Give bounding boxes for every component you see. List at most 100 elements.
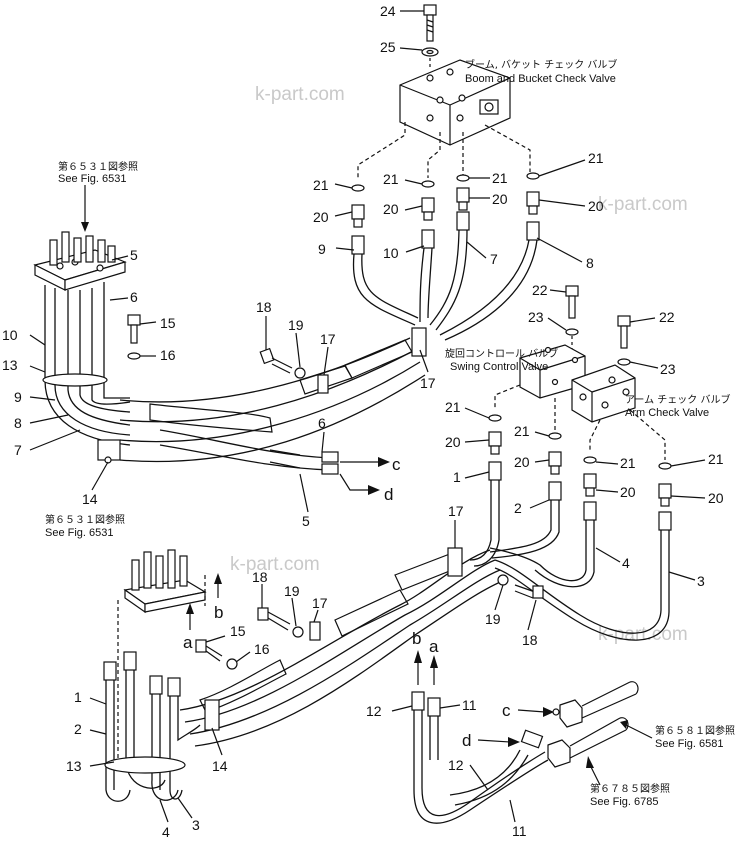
callout-number: 3: [697, 573, 705, 589]
callout-number: 21: [313, 177, 329, 193]
callout-number: 20: [383, 201, 399, 217]
callout-number: 19: [284, 583, 300, 599]
callout-number: 20: [514, 454, 530, 470]
figure-ref-en: See Fig. 6531: [58, 173, 127, 185]
callout-number: 19: [288, 317, 304, 333]
flow-letter: b: [214, 603, 223, 622]
washer-part: [294, 367, 306, 379]
bolt-part: [127, 314, 141, 344]
hose-end-part: [421, 229, 435, 249]
callout-number: 7: [490, 251, 498, 267]
clamp-part: [411, 327, 427, 357]
callout-number: 17: [448, 503, 464, 519]
flow-letter: b: [412, 629, 421, 648]
clamp-part: [309, 621, 321, 641]
bolt-part: [565, 285, 579, 319]
o-ring-part: [658, 462, 672, 470]
callout-number: 21: [708, 451, 724, 467]
callout-number: 4: [622, 555, 630, 571]
o-ring-part: [548, 432, 562, 440]
callout-number: 15: [230, 623, 246, 639]
callout-number: 16: [254, 641, 270, 657]
callout-number: 25: [380, 39, 396, 55]
hose-end-part: [583, 501, 597, 521]
callout-number: 2: [74, 721, 82, 737]
fitting-part: [421, 197, 435, 221]
callout-number: 14: [212, 758, 228, 774]
callout-number: 13: [66, 758, 82, 774]
fitting-part: [351, 204, 365, 228]
callout-number: 19: [485, 611, 501, 627]
callout-number: 22: [532, 282, 548, 298]
callout-number: 11: [512, 823, 527, 839]
callout-number: 1: [453, 469, 461, 485]
callout-number: 21: [514, 423, 530, 439]
callout-number: 2: [514, 500, 522, 516]
callout-number: 17: [312, 595, 328, 611]
callout-number: 20: [588, 198, 604, 214]
callout-number: 16: [160, 347, 176, 363]
flow-letter: c: [392, 455, 401, 474]
washer-part: [292, 626, 304, 638]
callout-number: 18: [256, 299, 272, 315]
callout-number: 18: [522, 632, 538, 648]
fitting-part: [488, 431, 502, 455]
callout-number: 21: [383, 171, 399, 187]
flow-letter: d: [384, 485, 393, 504]
watermark: k-part.com: [598, 624, 688, 645]
washer-part: [127, 352, 141, 360]
callout-number: 17: [420, 375, 436, 391]
bolt-part: [259, 347, 293, 374]
callout-number: 1: [74, 689, 82, 705]
callout-number: 20: [445, 434, 461, 450]
callout-number: 21: [588, 150, 604, 166]
washer-part: [421, 47, 439, 57]
figure-ref-en: See Fig. 6531: [45, 527, 114, 539]
hose-end-part: [526, 221, 540, 241]
callout-number: 15: [160, 315, 176, 331]
fitting-part: [548, 451, 562, 475]
figure-ref-jp: 第６５８１図参照: [655, 724, 735, 737]
bolt-part: [617, 315, 631, 349]
flow-letter: d: [462, 731, 471, 750]
tee-fitting: [547, 739, 571, 768]
callout-number: 23: [660, 361, 676, 377]
fitting-part: [658, 483, 672, 507]
callout-number: 10: [383, 245, 399, 261]
callout-number: 20: [620, 484, 636, 500]
boom-valve-label-en: Boom and Bucket Check Valve: [465, 73, 616, 85]
callout-number: 7: [14, 442, 22, 458]
callout-number: 22: [659, 309, 675, 325]
watermark: k-part.com: [230, 554, 320, 575]
figure-ref-en: See Fig. 6581: [655, 738, 724, 750]
callout-number: 20: [492, 191, 508, 207]
callout-number: 13: [2, 357, 18, 373]
tee-fitting: [552, 699, 583, 728]
o-ring-part: [488, 414, 502, 422]
callout-number: 9: [14, 389, 22, 405]
clamp-part: [447, 547, 463, 577]
clamp-part: [204, 699, 220, 731]
callout-number: 20: [313, 209, 329, 225]
flow-letter: c: [502, 701, 511, 720]
bolt-part: [514, 584, 544, 599]
hose-end-part: [456, 211, 470, 231]
o-ring-part: [526, 172, 540, 180]
callout-number: 24: [380, 3, 396, 19]
boom-valve-label-jp: ブーム, バケット チェック バルブ: [465, 58, 617, 71]
callout-number: 8: [586, 255, 594, 271]
hose-end-part: [351, 235, 365, 255]
callout-number: 21: [492, 170, 508, 186]
swing-valve-label-en: Swing Control Valve: [450, 361, 548, 373]
callout-number: 17: [320, 331, 336, 347]
callout-number: 23: [528, 309, 544, 325]
watermark: k-part.com: [255, 84, 345, 105]
bolt-part: [195, 639, 223, 662]
watermark: k-part.com: [598, 194, 688, 215]
hose-end-part: [658, 511, 672, 531]
o-ring-part: [456, 174, 470, 182]
callout-number: 6: [130, 289, 138, 305]
figure-ref-jp: 第６７８５図参照: [590, 782, 670, 795]
